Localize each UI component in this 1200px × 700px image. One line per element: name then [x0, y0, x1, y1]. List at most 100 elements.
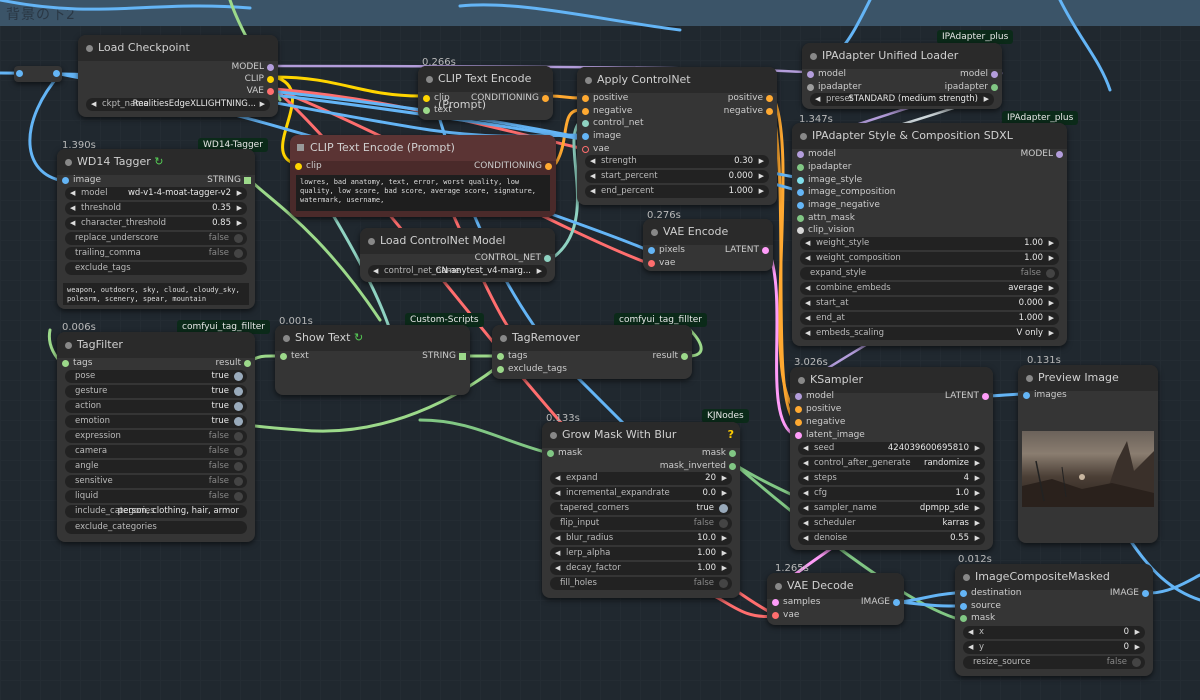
arrow-left-icon[interactable]: ◀ — [805, 284, 811, 292]
node-title[interactable]: Load Checkpoint — [78, 35, 278, 61]
input-positive-port[interactable] — [795, 406, 802, 413]
output-string-port[interactable] — [459, 353, 466, 360]
output-latent-port[interactable] — [762, 247, 769, 254]
node-title[interactable]: IPAdapter Style & Composition SDXL — [792, 123, 1067, 149]
load-controlnet-model-node[interactable]: Load ControlNet Model CONTROL_NET ◀contr… — [360, 228, 555, 282]
arrow-left-icon[interactable]: ◀ — [803, 519, 809, 527]
input-model-port[interactable] — [795, 393, 802, 400]
tags-output-text[interactable]: weapon, outdoors, sky, cloud, cloudy_sky… — [63, 283, 249, 305]
input-source-port[interactable] — [960, 603, 967, 610]
output-image-port[interactable] — [893, 599, 900, 606]
arrow-left-icon[interactable]: ◀ — [555, 549, 561, 557]
node-title[interactable]: Load ControlNet Model — [360, 228, 555, 254]
input-tags-port[interactable] — [497, 353, 504, 360]
collapse-dot-icon[interactable] — [775, 583, 782, 590]
input-image-port[interactable] — [582, 133, 589, 140]
node-title[interactable]: TagFilter — [57, 332, 255, 358]
input-text-port[interactable] — [423, 107, 430, 114]
output-result-port[interactable] — [244, 360, 251, 367]
node-title[interactable]: WD14 Tagger ↻ — [57, 149, 255, 175]
collapse-dot-icon[interactable] — [65, 342, 72, 349]
arrow-right-icon[interactable]: ▶ — [721, 564, 727, 572]
collapse-dot-icon[interactable] — [963, 574, 970, 581]
arrow-right-icon[interactable]: ▶ — [974, 489, 980, 497]
output-conditioning-port[interactable] — [545, 163, 552, 170]
collapse-dot-icon[interactable] — [65, 159, 72, 166]
arrow-right-icon[interactable]: ▶ — [1048, 284, 1054, 292]
collapse-dot-icon[interactable] — [651, 229, 658, 236]
arrow-left-icon[interactable]: ◀ — [590, 187, 596, 195]
collapse-dot-icon[interactable] — [368, 238, 375, 245]
collapse-dot-icon[interactable] — [585, 77, 592, 84]
toggle-off-icon[interactable] — [234, 477, 243, 486]
arrow-right-icon[interactable]: ▶ — [236, 189, 242, 197]
input-latent-image-port[interactable] — [795, 432, 802, 439]
collapse-dot-icon[interactable] — [500, 335, 507, 342]
input-model-port[interactable] — [797, 151, 804, 158]
arrow-right-icon[interactable]: ▶ — [236, 204, 242, 212]
arrow-right-icon[interactable]: ▶ — [974, 474, 980, 482]
arrow-right-icon[interactable]: ▶ — [974, 519, 980, 527]
input-text-port[interactable] — [280, 353, 287, 360]
output-result-port[interactable] — [681, 353, 688, 360]
output-model-port[interactable] — [267, 64, 274, 71]
node-title[interactable]: Preview Image — [1018, 365, 1158, 391]
arrow-left-icon[interactable]: ◀ — [91, 100, 97, 108]
arrow-left-icon[interactable]: ◀ — [805, 329, 811, 337]
output-image-port[interactable] — [1142, 590, 1149, 597]
output-conditioning-port[interactable] — [542, 95, 549, 102]
input-mask-port[interactable] — [547, 450, 554, 457]
output-vae-port[interactable] — [267, 88, 274, 95]
arrow-right-icon[interactable]: ▶ — [758, 187, 764, 195]
output-controlnet-port[interactable] — [544, 255, 551, 262]
preview-image[interactable] — [1022, 431, 1154, 507]
toggle-off-icon[interactable] — [719, 519, 728, 528]
input-model-port[interactable] — [807, 71, 814, 78]
arrow-left-icon[interactable]: ◀ — [373, 267, 379, 275]
toggle-off-icon[interactable] — [234, 249, 243, 258]
input-destination-port[interactable] — [960, 590, 967, 597]
toggle-off-icon[interactable] — [234, 432, 243, 441]
toggle-off-icon[interactable] — [1046, 269, 1055, 278]
arrow-right-icon[interactable]: ▶ — [721, 489, 727, 497]
node-title[interactable]: IPAdapter Unified Loader — [802, 43, 1002, 69]
group-title-bar[interactable]: 背景の下2 — [0, 0, 1200, 26]
reroute-in-port[interactable] — [16, 70, 23, 77]
arrow-right-icon[interactable]: ▶ — [974, 444, 980, 452]
arrow-right-icon[interactable]: ▶ — [721, 549, 727, 557]
input-controlnet-port[interactable] — [582, 120, 589, 127]
arrow-left-icon[interactable]: ◀ — [803, 489, 809, 497]
node-title[interactable]: Show Text ↻ — [275, 325, 470, 351]
arrow-right-icon[interactable]: ▶ — [974, 534, 980, 542]
arrow-right-icon[interactable]: ▶ — [1048, 239, 1054, 247]
input-negative-port[interactable] — [582, 108, 589, 115]
